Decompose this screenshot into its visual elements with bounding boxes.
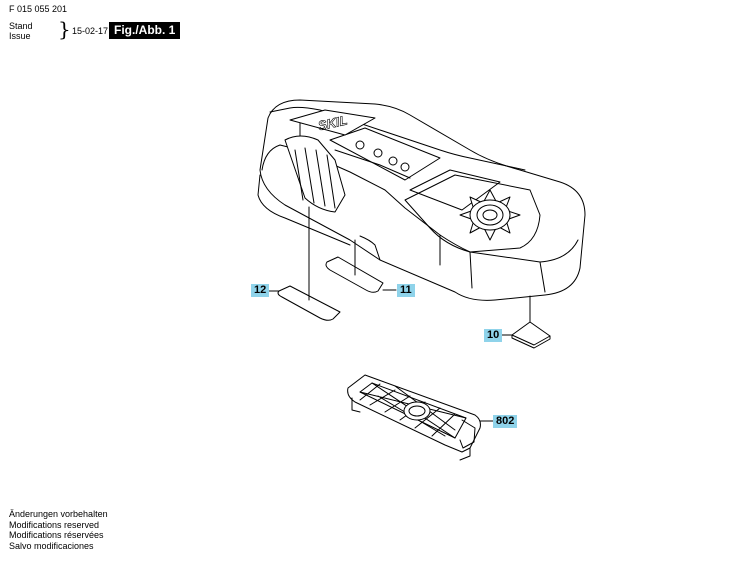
issue-date: 15-02-17 [72,26,109,36]
part-11-pad [325,239,397,293]
part-12-pad [267,206,341,321]
notice-line-de: Änderungen vorbehalten [9,509,108,519]
notice-line-fr: Modifications réservées [9,530,104,540]
brace-glyph: } [58,17,71,41]
navigation-wheel [459,189,521,241]
notice-line-en: Modifications reserved [9,519,100,530]
notice-line-es: Salvo modificaciones [9,540,94,551]
document-number: F 015 055 201 [9,4,68,14]
figure-label: Fig./Abb. 1 [109,22,181,39]
detector-housing [257,99,586,301]
callout-part-10: 10 [484,329,503,342]
grip-ribs [284,135,346,213]
issue-label: Issue [9,31,31,41]
brand-logo: SKIL [317,113,349,134]
part-802-battery-cover [347,374,494,461]
stand-issue-labels: Stand Issue [9,21,33,41]
stand-label: Stand [9,21,33,31]
callout-part-11: 11 [397,284,415,297]
display-screen [404,169,541,253]
keypad-panel [329,127,441,181]
logo-plate [289,109,376,136]
callout-part-12: 12 [251,284,270,297]
part-10-pad [499,295,551,349]
modifications-notice: Änderungen vorbehalten Modifications res… [9,509,108,551]
callout-part-802: 802 [493,415,518,428]
